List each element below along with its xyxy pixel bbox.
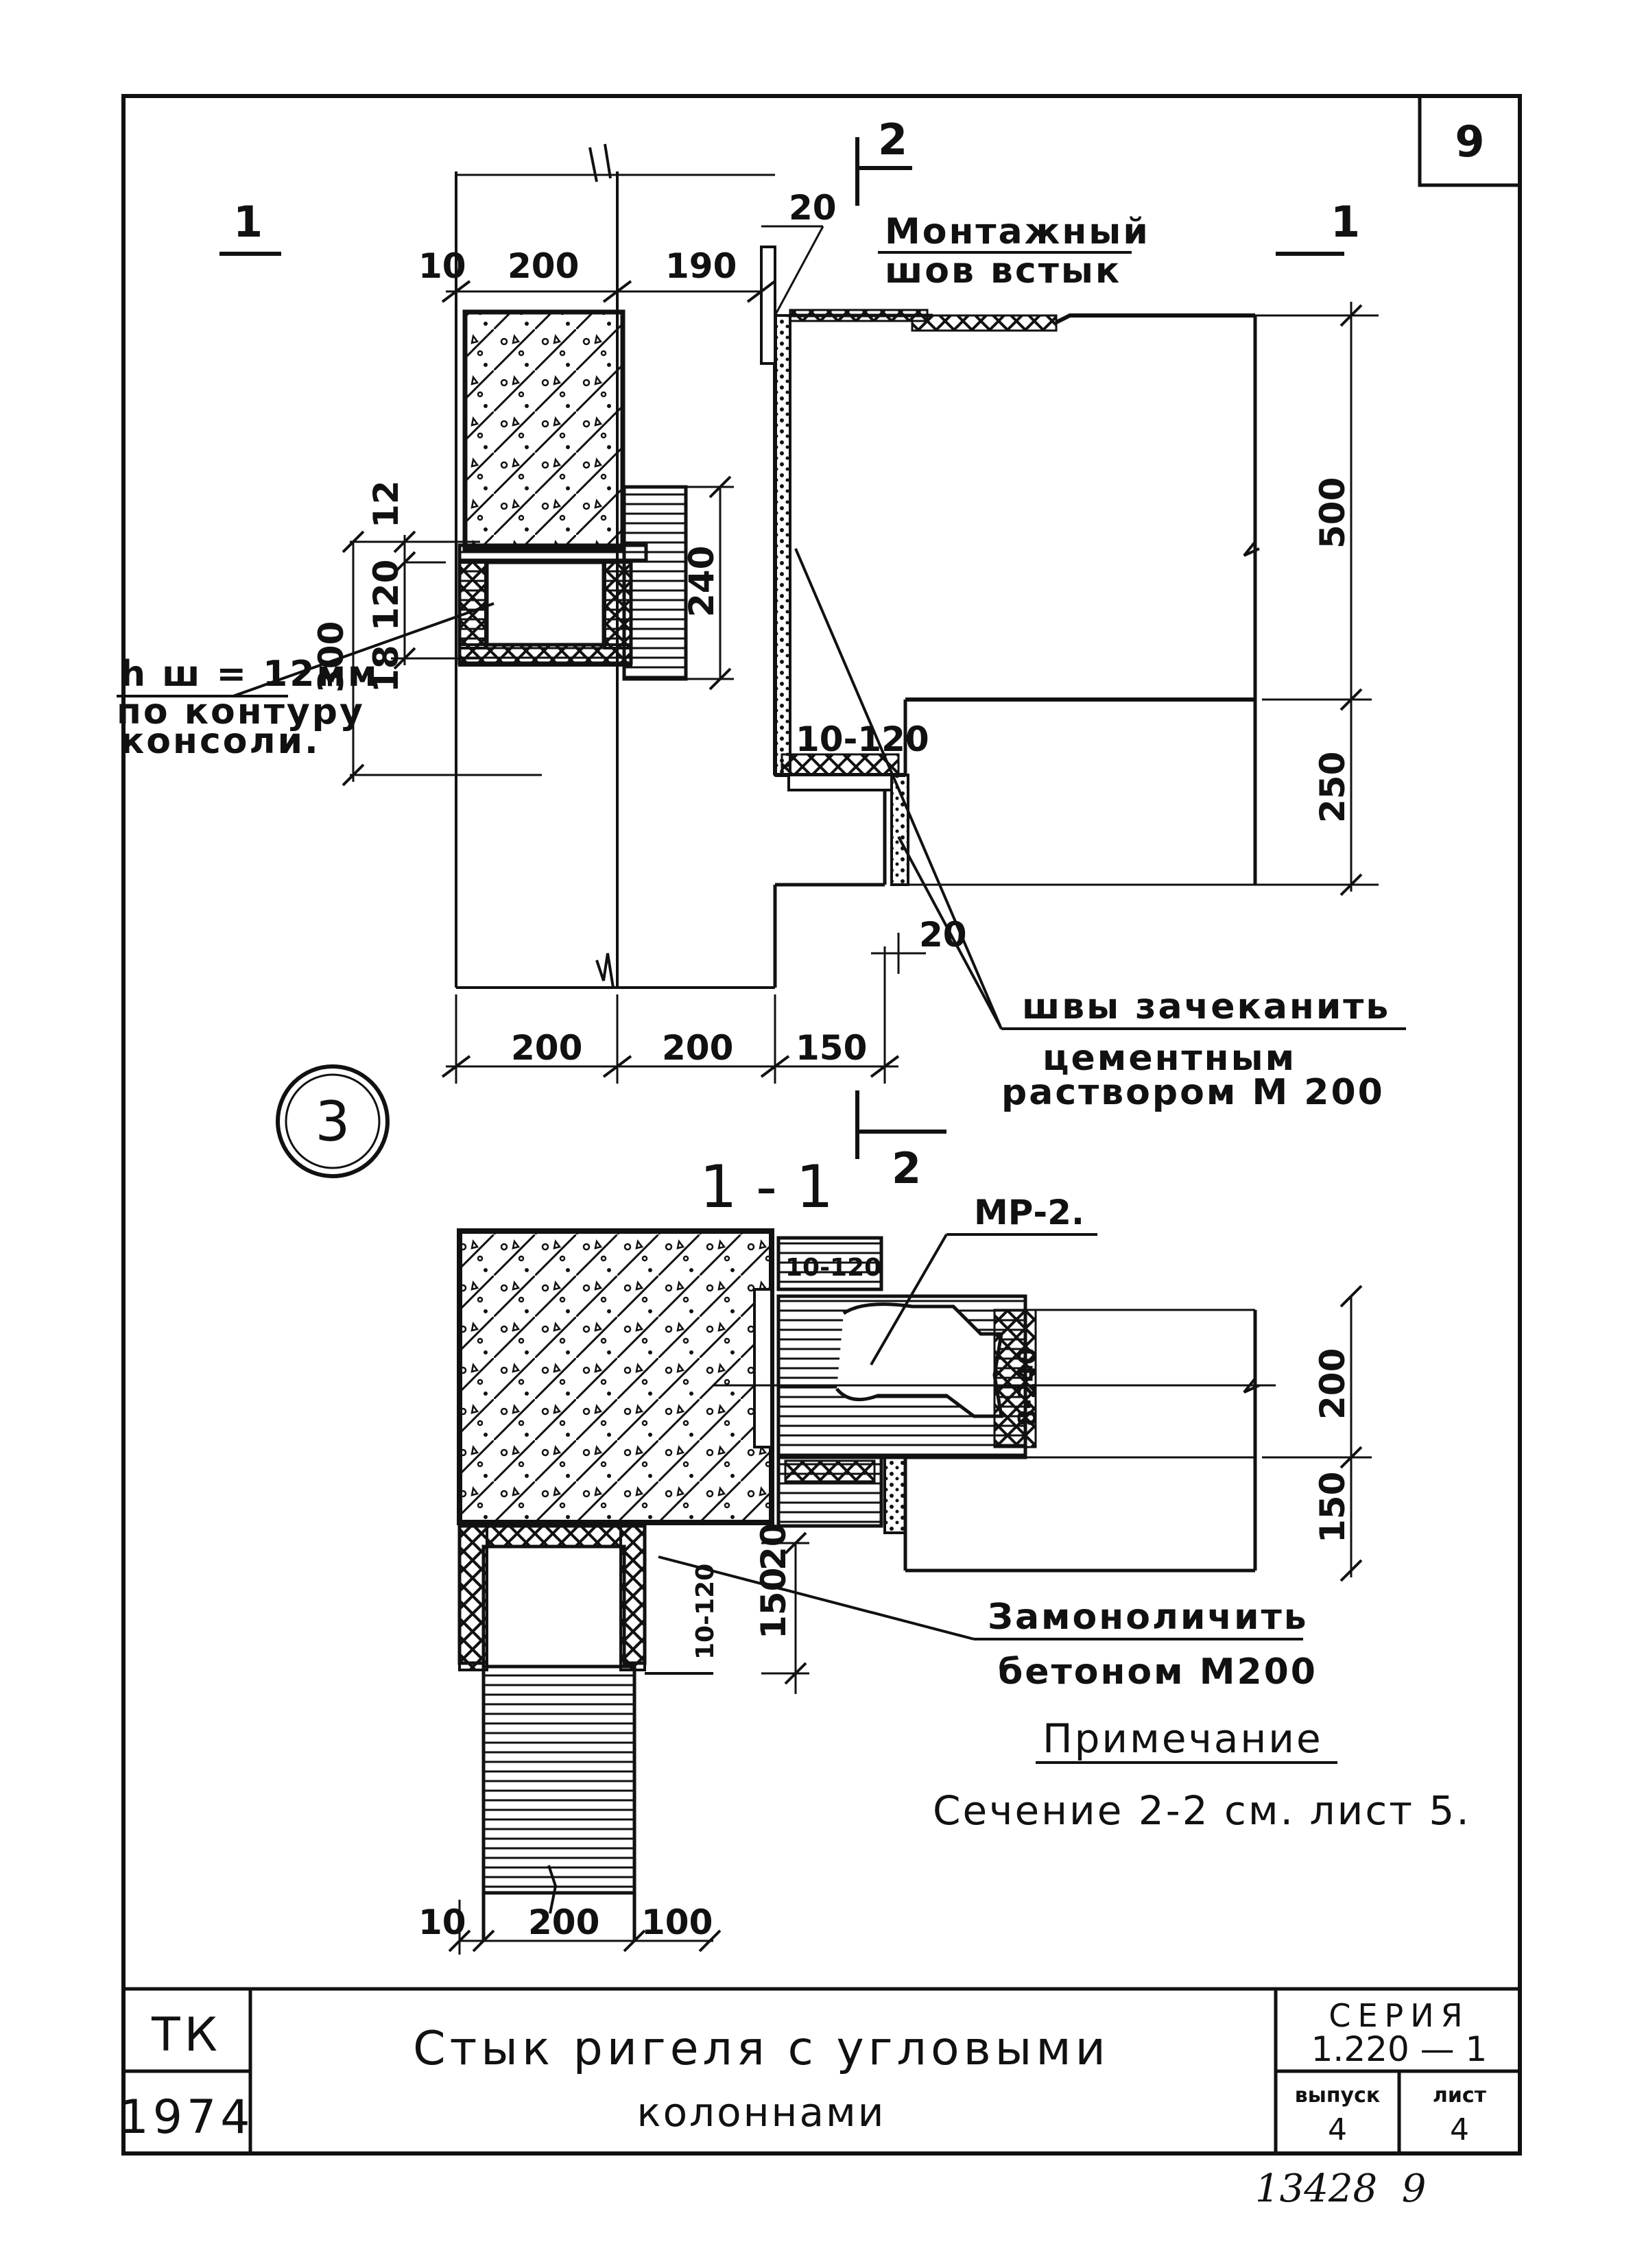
section-dimensions [448,1233,1372,1955]
label-mr2: МР-2. [974,1193,1084,1232]
plan-dim-18: 18 [366,645,406,693]
section-lower-beam [481,1664,636,1895]
section-marks [219,137,1344,1159]
issue-value: 4 [1328,2112,1347,2147]
label-monolith-line2: бетоном М200 [998,1651,1318,1693]
sheet-number: 9 [1455,117,1484,167]
section-dim-150-left: 150 [754,1568,794,1639]
section-dim-10-120-bottom: 10-120 [691,1564,719,1660]
label-weld-line2: шов встык [885,250,1121,291]
plan-dim-500: 500 [1313,477,1353,549]
label-caulk-line3: раствором М 200 [1001,1072,1385,1113]
title-block [123,1987,1520,2153]
plan-view [455,143,1379,989]
plan-dim-gap-20: 20 [789,188,837,228]
section-mark-1-left: 1 [233,197,263,247]
label-caulk-line1: швы зачеканить [1022,986,1390,1027]
drawing-title-line1: Стык ригеля с угловыми [413,2022,1110,2076]
section-dim-150-right: 150 [1313,1472,1353,1543]
sheet-label: лист [1433,2084,1487,2108]
label-monolith-line1: Замоноличить [988,1597,1309,1638]
plan-column-concrete [462,309,626,551]
detail-number: 3 [315,1090,350,1154]
plan-dim-top-10: 10 [418,246,466,286]
sheet-number-box [1418,94,1522,187]
note-text: Сечение 2-2 см. лист 5. [933,1787,1471,1834]
plan-dim-bottom-200a: 200 [511,1028,582,1068]
drawing-title-line2: колоннами [637,2089,886,2136]
plan-dim-top-190: 190 [665,246,737,286]
section-mark-2-top: 2 [878,115,907,165]
plan-dim-120: 120 [366,560,406,631]
plan-dimensions [117,225,1406,1084]
section-column-concrete [457,1228,774,1525]
section-title: 1 - 1 [700,1153,833,1221]
label-weld-line1: Монтажный [885,211,1150,252]
plan-dim-240: 240 [682,546,722,617]
series-value: 1.220 — 1 [1311,2029,1488,2069]
footer-handwritten: 13428 9 [1255,2166,1426,2211]
title-org: ТК [151,2008,222,2062]
issue-label: выпуск [1295,2084,1381,2108]
plan-dim-top-200: 200 [508,246,579,286]
plan-dim-20-lower: 20 [919,915,967,955]
note-title: Примечание [1043,1715,1323,1762]
plan-mortar-seam [774,314,791,776]
sheet-frame [121,94,1522,2156]
section-dim-10-120-top: 10-120 [785,1254,881,1282]
section-dim-200: 200 [1313,1348,1353,1420]
plan-dim-12: 12 [366,480,406,528]
plan-dim-bottom-200b: 200 [662,1028,733,1068]
label-hw-line1: h ш = 12мм [120,654,379,695]
section-dim-bottom-100: 100 [641,1902,713,1942]
section-mark-1-right: 1 [1331,197,1360,247]
series-label: СЕРИЯ [1329,1997,1469,2034]
section-dim-8-240: 8-240 [1014,1348,1042,1427]
plan-dim-300: 300 [311,621,351,693]
plan-dim-bottom-150: 150 [796,1028,867,1068]
section-dim-20: 20 [754,1523,794,1571]
plan-dim-250: 250 [1313,752,1353,823]
label-caulk-line2: цементным [1043,1038,1296,1079]
label-hw-line2: по контуру [117,691,365,732]
title-year: 1974 [119,2090,254,2145]
plan-console-plate [622,485,688,681]
label-hw-line3: консоли. [120,721,320,762]
plan-dim-10-120: 10-120 [796,719,929,759]
detail-number-circle [276,1064,390,1178]
section-dim-bottom-200: 200 [528,1902,599,1942]
sheet-value: 4 [1450,2112,1469,2147]
section-dim-bottom-10: 10 [418,1902,466,1942]
section-view [457,1228,1276,1941]
section-mark-2-bottom: 2 [892,1143,921,1193]
